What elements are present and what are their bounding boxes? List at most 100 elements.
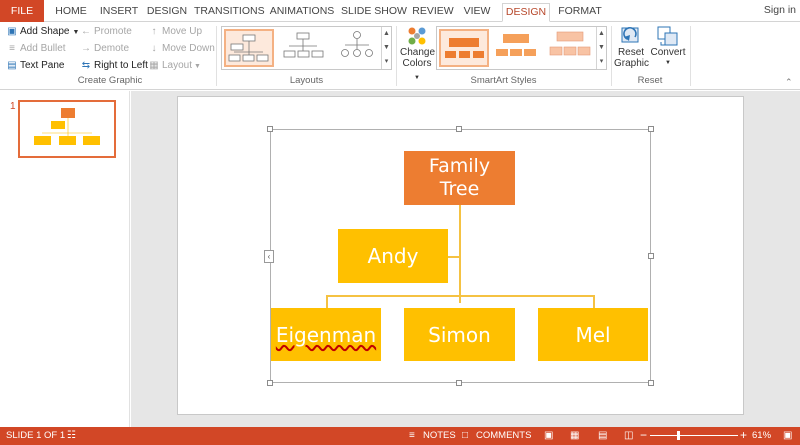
layout-icon: ▦ [149,60,159,71]
styles-gallery-scroll[interactable]: ▲▼▾ [596,27,606,69]
change-colors-icon [408,27,426,45]
diagram-node-family-tree[interactable]: Family Tree [404,151,515,205]
tab-home[interactable]: HOME [55,5,87,17]
slide-count: SLIDE 1 OF 1 [6,430,66,441]
zoom-in-icon[interactable]: + [740,428,748,442]
slide-thumbnail[interactable] [18,100,116,158]
group-divider [611,26,612,86]
connector-line [326,295,594,297]
style-option-white-outline[interactable] [493,29,543,67]
layouts-gallery: ▲▼▾ [221,26,392,70]
zoom-slider-thumb[interactable] [677,431,680,440]
text-pane-toggle-icon[interactable]: ‹ [264,250,274,263]
tab-slide-show[interactable]: SLIDE SHOW [341,5,407,17]
notes-icon: ≡ [409,430,415,441]
arrow-up-icon: ↑ [151,26,157,37]
tab-review[interactable]: REVIEW [412,5,454,17]
chevron-down-icon: ▼ [665,60,671,66]
tab-insert[interactable]: INSERT [99,5,139,17]
resize-handle[interactable] [648,126,654,132]
chevron-down-icon: ▼ [194,63,201,70]
add-shape-button[interactable]: ▣Add Shape▼ [7,26,80,37]
tab-smartart-design[interactable]: DESIGN [502,3,550,22]
tab-design[interactable]: DESIGN [146,5,188,17]
reset-graphic-button[interactable]: Reset Graphic [614,25,649,75]
subtle-effect-style-icon [549,31,591,56]
diagram-node-eigenman[interactable]: Eigenman [271,308,381,361]
change-colors-button[interactable]: Change Colors ▼ [400,25,435,81]
tab-transitions[interactable]: TRANSITIONS [194,5,265,17]
normal-view-icon[interactable]: ▣ [544,430,554,441]
diagram-node-andy[interactable]: Andy [338,229,448,283]
layout-option-name-title-org[interactable] [280,29,330,67]
sign-in-link[interactable]: Sign in [763,4,796,16]
ribbon-tab-bar: FILE HOME INSERT DESIGN TRANSITIONS ANIM… [0,0,800,22]
zoom-slider[interactable] [650,435,738,436]
tab-format[interactable]: FORMAT [558,5,602,17]
arrow-left-icon: ← [81,26,91,37]
tab-file[interactable]: FILE [0,0,44,22]
chevron-down-icon: ▼ [72,29,80,36]
tab-animations[interactable]: ANIMATIONS [269,5,335,17]
convert-button[interactable]: Convert ▼ [650,25,686,75]
slide-show-icon[interactable]: ◫ [624,430,634,441]
move-down-button[interactable]: ↓Move Down [148,42,215,56]
convert-icon [657,26,678,46]
connector-line [326,295,328,308]
layout-button[interactable]: ▦Layout▼ [149,60,201,71]
style-option-subtle-effect[interactable] [547,29,597,67]
zoom-out-icon[interactable]: − [640,428,648,442]
smartart-styles-gallery: ▲▼▾ [436,26,607,70]
name-title-org-layout-icon [283,32,324,58]
layout-option-circle-org[interactable] [334,29,384,67]
org-chart-layout-icon [228,34,269,62]
arrow-down-icon: ↓ [151,43,157,54]
diagram-node-mel[interactable]: Mel [538,308,648,361]
add-shape-icon: ▣ [7,26,17,37]
layouts-group-label: Layouts [289,75,324,86]
text-pane-icon: ▤ [7,60,17,71]
slide-sorter-icon[interactable]: ▦ [570,430,580,441]
resize-handle[interactable] [267,380,273,386]
status-bar: SLIDE 1 OF 1 ☷ ≡ NOTES □ COMMENTS ▣ ▦ ▤ … [0,427,800,445]
demote-button[interactable]: →Demote [81,43,130,54]
white-outline-style-icon [496,34,536,56]
spell-check-icon[interactable]: ☷ [67,430,76,441]
connector-line [593,295,595,308]
circle-org-layout-icon [341,31,373,57]
collapse-ribbon-icon[interactable]: ⌃ [785,77,793,87]
connector-line [448,256,459,258]
comments-button[interactable]: COMMENTS [476,430,532,441]
add-bullet-button[interactable]: ≡Add Bullet [6,42,66,56]
move-up-button[interactable]: ↑Move Up [148,25,203,39]
resize-handle[interactable] [648,380,654,386]
comments-icon: □ [462,430,469,441]
resize-handle[interactable] [456,126,462,132]
add-bullet-icon: ≡ [9,43,15,54]
slide-number: 1 [10,101,16,112]
diagram-node-simon[interactable]: Simon [404,308,515,361]
chevron-down-icon: ▼ [414,75,420,81]
tab-view[interactable]: VIEW [463,5,491,17]
text-pane-button[interactable]: ▤Text Pane [7,60,65,71]
group-divider [396,26,397,86]
connector-line [459,205,461,303]
layouts-gallery-scroll[interactable]: ▲▼▾ [381,27,391,69]
reset-graphic-icon [621,26,639,43]
layout-option-org-chart[interactable] [224,29,274,67]
style-option-simple-fill[interactable] [439,29,489,67]
resize-handle[interactable] [456,380,462,386]
notes-button[interactable]: NOTES [423,430,456,441]
right-to-left-icon: ⇆ [81,60,91,71]
simple-fill-style-icon [445,38,484,58]
fit-slide-icon[interactable]: ▣ [783,430,793,441]
right-to-left-button[interactable]: ⇆Right to Left [81,60,148,71]
resize-handle[interactable] [267,126,273,132]
reading-view-icon[interactable]: ▤ [598,430,608,441]
resize-handle[interactable] [648,253,654,259]
promote-button[interactable]: ←Promote [81,26,132,37]
create-graphic-group-label: Create Graphic [77,75,143,86]
zoom-level[interactable]: 61% [752,430,772,441]
thumbnail-diagram [34,108,100,145]
reset-group-label: Reset [637,75,663,86]
